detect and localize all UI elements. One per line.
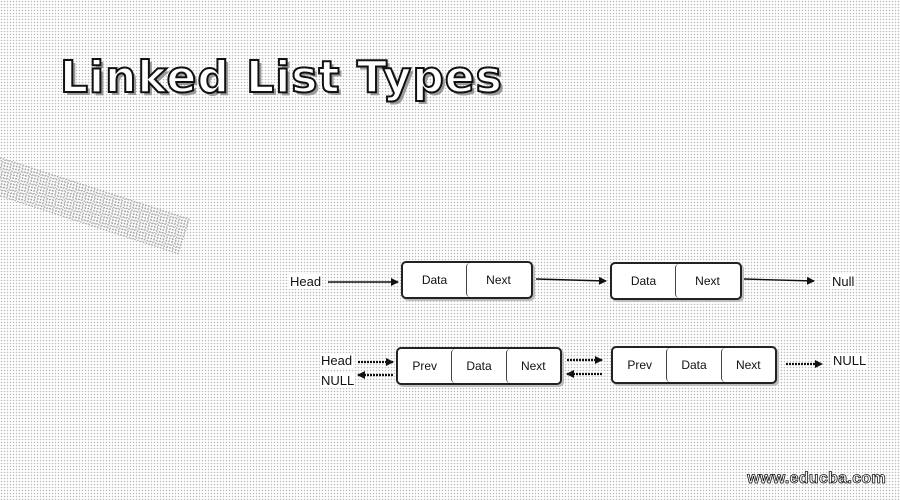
doubly-node-1-data: Data <box>451 349 505 383</box>
singly-head-label: Head <box>289 274 323 289</box>
singly-node-2: Data Next <box>610 262 742 300</box>
doubly-node-1-prev: Prev <box>412 359 437 373</box>
singly-node-2-data: Data <box>630 274 657 288</box>
doubly-node-2-data: Data <box>666 348 720 382</box>
singly-node-1-next: Next <box>466 263 530 297</box>
singly-node-2-next: Next <box>675 264 739 298</box>
arrow-node1-to-node2 <box>535 276 607 285</box>
arrow-node2-to-null <box>743 276 815 285</box>
doubly-null-left-label: NULL <box>320 373 356 388</box>
singly-node-1-data: Data <box>421 273 448 287</box>
doubly-node-2: Prev Data Next <box>611 346 777 384</box>
page-title: Linked List Types <box>59 51 503 104</box>
doubly-node-1-next: Next <box>505 349 560 383</box>
singly-node-1: Data Next <box>401 261 533 299</box>
watermark: www.educba.com <box>747 470 886 488</box>
singly-null-label: Null <box>831 274 856 289</box>
doubly-null-right-label: NULL <box>832 353 868 368</box>
doubly-node-1: Prev Data Next <box>396 347 562 385</box>
doubly-head-label: Head <box>320 353 354 368</box>
doubly-node-2-prev: Prev <box>627 358 652 372</box>
doubly-node-2-next: Next <box>720 348 775 382</box>
